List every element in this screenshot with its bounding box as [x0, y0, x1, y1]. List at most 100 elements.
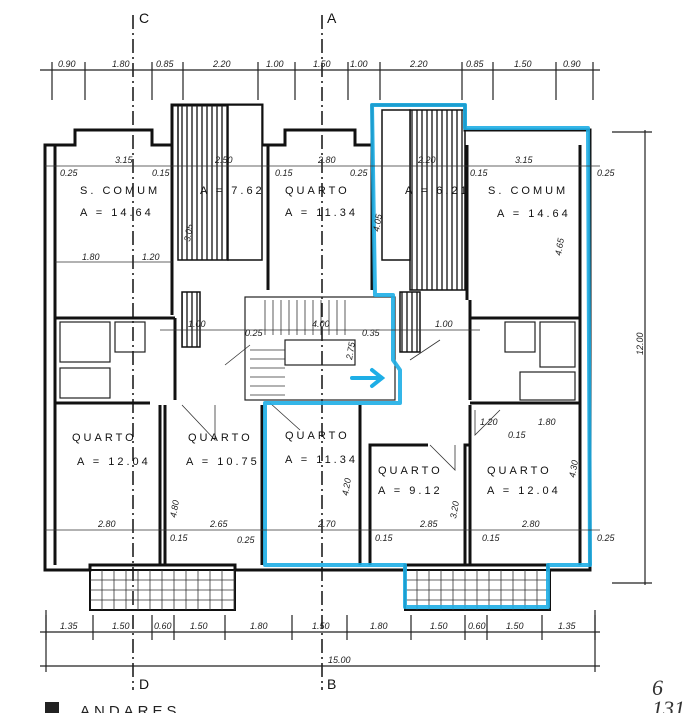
- axis-label-d: D: [139, 676, 149, 692]
- dimension-label: 0.60: [154, 621, 172, 631]
- dimension-label: 0.90: [58, 59, 76, 69]
- dimension-label: 1.50: [430, 621, 448, 631]
- dimension-label: 1.35: [60, 621, 79, 631]
- kitchen-left-floor: [177, 104, 229, 261]
- dimension-label: 3.05: [182, 222, 195, 242]
- sheet-reference: 131: [652, 696, 685, 713]
- dimension-label: 1.35: [558, 621, 577, 631]
- total-width: 15.00: [328, 655, 351, 665]
- dimension-label: 1.00: [188, 319, 206, 329]
- dimension-label: 1.50: [514, 59, 532, 69]
- dimension-label: 1.00: [266, 59, 284, 69]
- dimension-label: 1.50: [313, 59, 331, 69]
- total-depth: 12.00: [635, 332, 645, 355]
- dimension-label: 4.00: [312, 319, 330, 329]
- room-name: QUARTO: [72, 432, 137, 444]
- kitchen-left-counter: [227, 104, 263, 261]
- dimension-label: 2.20: [417, 155, 436, 165]
- interior-dimensions: 0.25 3.15 0.15 2.50 0.15 2.80 0.25 2.20 …: [45, 155, 616, 545]
- balcony-left: [89, 569, 236, 611]
- dimension-label: 4.80: [168, 499, 181, 518]
- dimension-label: 0.15: [170, 533, 189, 543]
- dimension-label: 4.30: [567, 459, 580, 478]
- duct-right: [399, 291, 421, 353]
- dimension-label: 0.15: [508, 430, 527, 440]
- footer-marker: [45, 702, 59, 713]
- dimension-label: 4.65: [553, 236, 566, 256]
- room-area: A = 6.21: [405, 185, 470, 197]
- right-dimension-line: 12.00: [612, 130, 652, 585]
- dimension-label: 0.25: [60, 168, 79, 178]
- room-name: S. COMUM: [488, 185, 568, 197]
- dimension-label: 1.50: [112, 621, 130, 631]
- room-area: A = 14.64: [497, 208, 571, 220]
- dimension-label: 0.25: [597, 533, 616, 543]
- dimension-label: 1.20: [480, 417, 498, 427]
- duct-left: [181, 291, 201, 348]
- dimension-label: 1.00: [435, 319, 453, 329]
- dimension-label: 3.20: [448, 500, 461, 519]
- kitchen-right-floor: [409, 109, 466, 291]
- dimension-label: 2.85: [419, 519, 439, 529]
- page-number: 6: [652, 675, 663, 700]
- dimension-label: 0.25: [597, 168, 616, 178]
- dimension-label: 1.80: [370, 621, 388, 631]
- dimension-label: 1.80: [250, 621, 268, 631]
- room-area: A = 11.34: [285, 207, 358, 219]
- dimension-label: 2.80: [521, 519, 540, 529]
- dimension-label: 3.15: [515, 155, 534, 165]
- dimension-label: 0.85: [156, 59, 175, 69]
- footer-label: ANDARES: [80, 703, 181, 713]
- dimension-label: 1.50: [312, 621, 330, 631]
- dimension-label: 0.25: [350, 168, 369, 178]
- room-area: A = 10.75: [186, 456, 260, 468]
- room-name: S. COMUM: [80, 185, 160, 197]
- dimension-label: 0.25: [245, 328, 264, 338]
- balcony-right: [404, 569, 551, 611]
- top-dimension-line: 0.90 1.80 0.85 2.20 1.00 1.50 1.00 2.20 …: [40, 59, 600, 100]
- room-name: QUARTO: [188, 432, 253, 444]
- room-area: A = 11.34: [285, 454, 358, 466]
- room-name: QUARTO: [285, 185, 350, 197]
- dimension-label: 0.35: [362, 328, 381, 338]
- dimension-label: 0.15: [470, 168, 489, 178]
- dimension-label: 2.50: [214, 155, 233, 165]
- dimension-label: 3.15: [115, 155, 134, 165]
- room-name: QUARTO: [487, 465, 552, 477]
- kitchen-right-counter: [381, 109, 411, 261]
- dimension-label: 2.65: [209, 519, 229, 529]
- dimension-label: 0.15: [275, 168, 294, 178]
- room-area: A = 14.64: [80, 207, 154, 219]
- axis-label-c: C: [139, 10, 149, 26]
- room-name: QUARTO: [285, 430, 350, 442]
- walls: [43, 103, 592, 572]
- room-area: A = 9.12: [378, 485, 443, 497]
- room-name: QUARTO: [378, 465, 443, 477]
- dimension-label: 1.50: [190, 621, 208, 631]
- dimension-label: 0.85: [466, 59, 485, 69]
- dimension-label: 2.80: [317, 155, 336, 165]
- dimension-label: 1.80: [538, 417, 556, 427]
- room-area: A = 12.04: [487, 485, 561, 497]
- dimension-label: 0.60: [468, 621, 486, 631]
- dimension-label: 0.15: [152, 168, 171, 178]
- dimension-label: 0.15: [482, 533, 501, 543]
- dimension-label: 2.20: [409, 59, 428, 69]
- room-labels: S. COMUM A = 14.64 A = 7.62 QUARTO A = 1…: [72, 185, 571, 497]
- dimension-label: 2.80: [97, 519, 116, 529]
- axis-label-b: B: [327, 676, 336, 692]
- dimension-label: 1.00: [350, 59, 368, 69]
- dimension-label: 2.70: [317, 519, 336, 529]
- highlighted-unit-outline: [263, 103, 592, 609]
- dimension-label: 2.75: [344, 340, 357, 361]
- dimension-label: 4.05: [371, 212, 384, 232]
- door-swings: [181, 339, 501, 471]
- dimension-label: 4.20: [340, 477, 353, 496]
- dimension-label: 1.50: [506, 621, 524, 631]
- dimension-label: 0.25: [237, 535, 256, 545]
- axis-label-a: A: [327, 10, 337, 26]
- room-area: A = 7.62: [200, 185, 265, 197]
- arrow-icon: [350, 368, 386, 388]
- dimension-label: 1.80: [82, 252, 100, 262]
